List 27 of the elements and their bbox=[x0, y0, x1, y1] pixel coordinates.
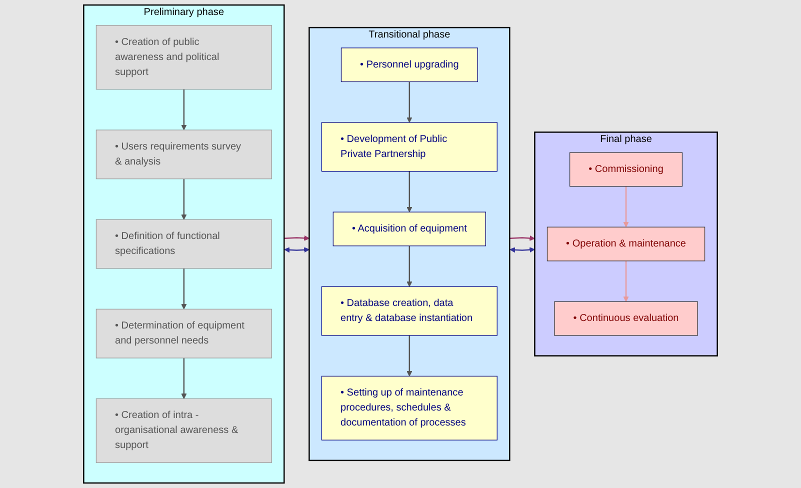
arrow bbox=[406, 335, 412, 376]
node-box: • Definition of functional specifications bbox=[96, 219, 272, 269]
arrow bbox=[181, 89, 187, 130]
arrow bbox=[181, 268, 187, 310]
arrow bbox=[406, 246, 412, 287]
node-box: • Creation of intra - organisational awareness & support bbox=[96, 398, 272, 463]
arrow bbox=[406, 82, 412, 123]
arrow bbox=[284, 247, 310, 253]
node-box: • Setting up of maintenance procedures, schedules & documentation of processes bbox=[321, 376, 498, 440]
arrow bbox=[181, 178, 187, 220]
node-box: • Commissioning bbox=[570, 152, 683, 187]
node-box: • Acquisition of equipment bbox=[332, 212, 486, 246]
node-box: • Development of Public Private Partnership bbox=[321, 122, 498, 172]
arrow bbox=[623, 186, 629, 228]
node-box: • Database creation, data entry & database instantiation bbox=[321, 286, 498, 336]
node-box: • Continuous evaluation bbox=[554, 301, 698, 336]
arrow bbox=[284, 235, 310, 241]
node-box: • Creation of public awareness and political support bbox=[96, 25, 272, 90]
node-box: • Operation & maintenance bbox=[546, 226, 706, 262]
node-box: • Users requirements survey & analysis bbox=[96, 130, 272, 180]
arrow bbox=[406, 171, 412, 212]
arrow bbox=[623, 260, 629, 302]
node-box: • Personnel upgrading bbox=[340, 48, 478, 82]
arrow bbox=[510, 247, 535, 253]
arrow bbox=[510, 235, 535, 241]
node-box: • Determination of equipment and personnel needs bbox=[96, 308, 272, 358]
arrow bbox=[181, 358, 187, 399]
